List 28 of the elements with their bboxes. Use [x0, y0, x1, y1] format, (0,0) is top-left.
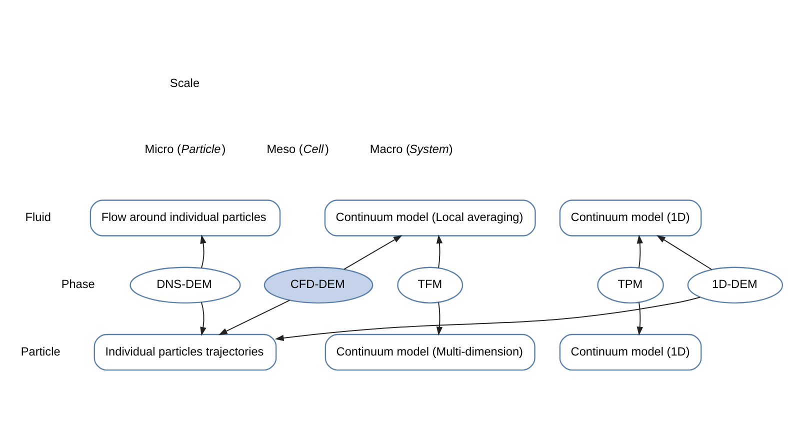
node-ellipse: TFM: [397, 266, 464, 304]
arrow: [274, 296, 701, 342]
label: Fluid: [25, 210, 51, 224]
node-box: Continuum model (Multi-dimension): [324, 334, 536, 371]
label: Phase: [61, 277, 95, 292]
node-ellipse: CFD-DEM: [264, 266, 374, 304]
arrow: [200, 234, 206, 268]
arrow: [636, 234, 643, 268]
label: Macro (System): [370, 142, 453, 156]
node-box: Flow around individual particles: [90, 200, 281, 236]
node-ellipse: DNS-DEM: [130, 266, 241, 304]
node-box: Continuum model (1D): [559, 334, 702, 371]
label: Scale: [170, 76, 200, 90]
arrow: [436, 302, 443, 336]
node-box: Continuum model (Local averaging): [324, 200, 536, 236]
arrow: [218, 300, 290, 336]
node-box: Continuum model (1D): [559, 200, 702, 236]
arrow: [636, 302, 643, 336]
label: Micro (Particle): [144, 142, 226, 156]
arrow: [200, 302, 206, 336]
label: Meso (Cell): [266, 142, 329, 156]
node-ellipse: TPM: [597, 266, 664, 304]
node-ellipse: 1D-DEM: [687, 266, 784, 304]
node-box: Individual particles trajectories: [94, 334, 277, 371]
arrow: [344, 235, 402, 270]
arrow: [436, 234, 443, 268]
label: Particle: [20, 344, 60, 358]
arrow: [656, 235, 712, 270]
